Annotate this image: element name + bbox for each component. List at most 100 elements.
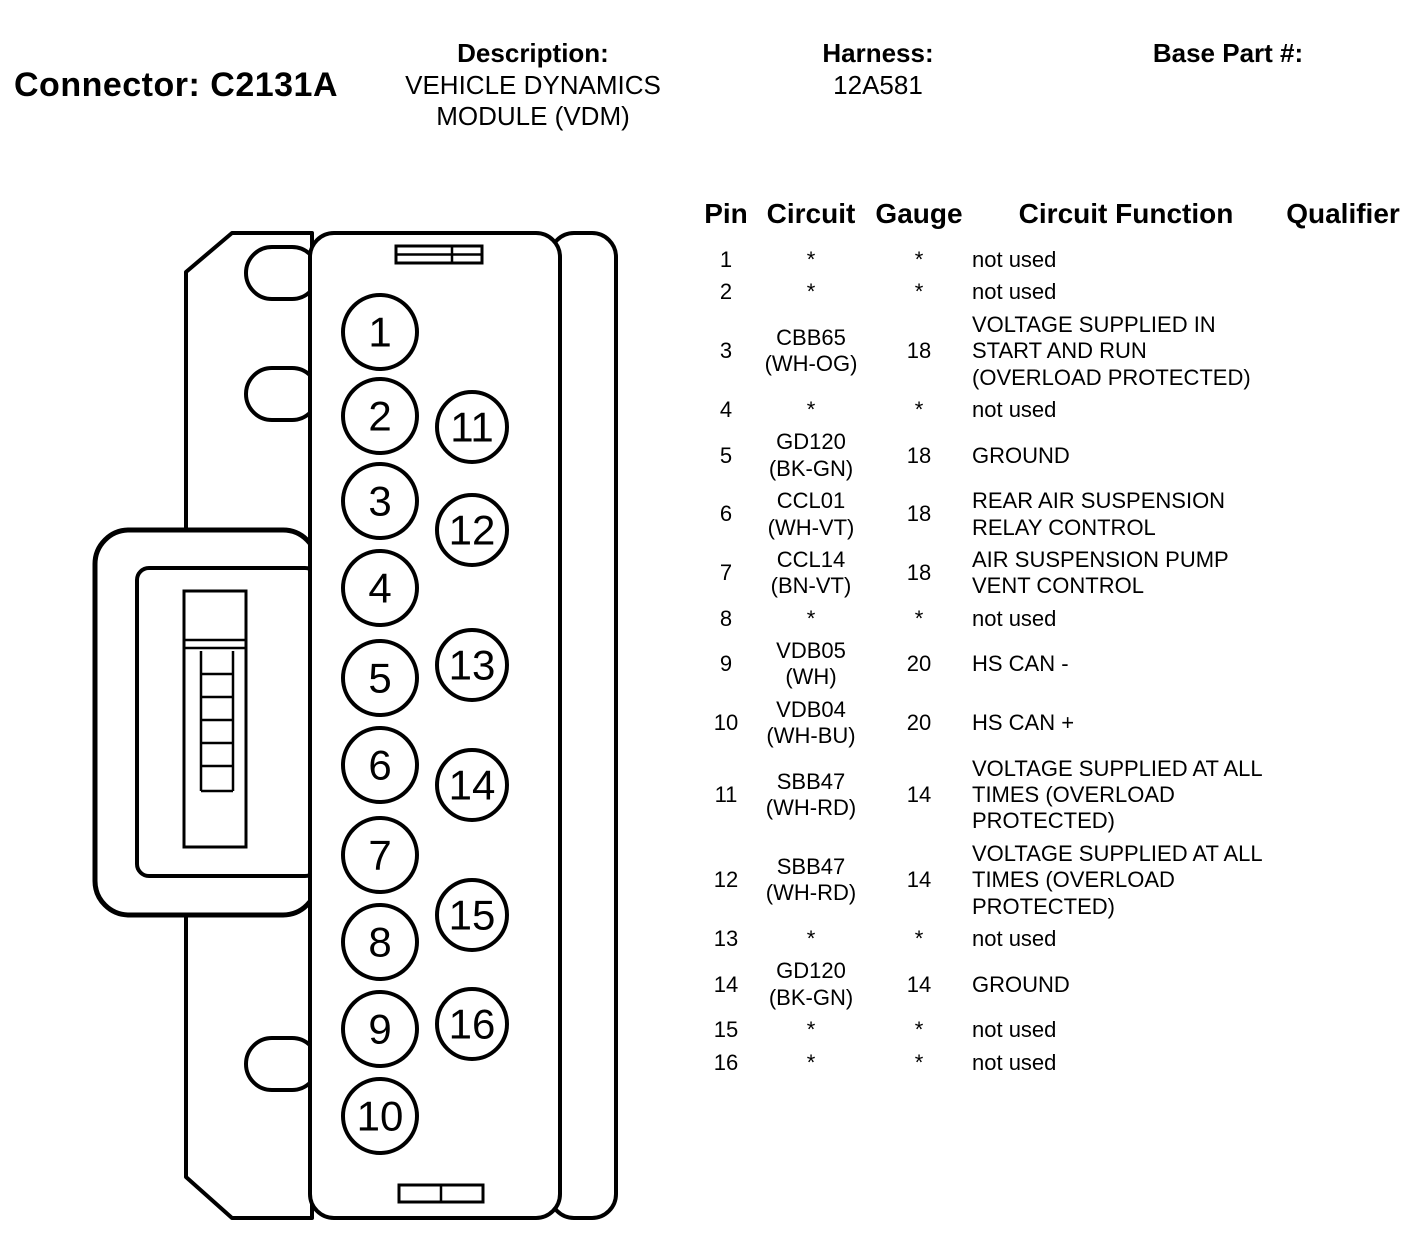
table-row: 13 * * not used: [700, 923, 1406, 955]
gauge-cell: *: [914, 605, 924, 631]
function-cell: AIR SUSPENSION PUMP VENT CONTROL: [972, 546, 1229, 599]
pin-12: 12: [435, 493, 509, 567]
table-row: 10 VDB04 (WH-BU) 20 HS CAN +: [700, 694, 1406, 753]
pin-cell: 9: [719, 651, 733, 677]
table-row: 5 GD120 (BK-GN) 18 GROUND: [700, 426, 1406, 485]
function-cell: GROUND: [972, 442, 1070, 468]
circuit-code: GD120: [776, 958, 846, 984]
pin-8: 8: [341, 903, 419, 981]
circuit-color: (BK-GN): [768, 984, 854, 1010]
circuit-color: (BN-VT): [770, 573, 852, 599]
pin-11: 11: [435, 390, 509, 464]
index-slot-bottom: [397, 1183, 485, 1204]
pin-cell: 4: [719, 396, 733, 422]
pin-2: 2: [341, 377, 419, 455]
harness-label: Harness:: [822, 38, 934, 68]
connector-title: Connector: C2131A: [14, 66, 339, 104]
pin-9: 9: [341, 990, 419, 1068]
description-value: VEHICLE DYNAMICS MODULE (VDM): [405, 69, 661, 132]
pin-cell: 7: [719, 560, 733, 586]
circuit-cell: *: [752, 397, 870, 423]
base-part-label: Base Part #:: [1152, 38, 1304, 68]
pin-cell: 13: [713, 925, 739, 951]
table-row: 12 SBB47 (WH-RD) 14 VOLTAGE SUPPLIED AT …: [700, 838, 1406, 923]
table-row: 9 VDB05 (WH) 20 HS CAN -: [700, 635, 1406, 694]
pinout-table-header: Pin Circuit Gauge Circuit Function Quali…: [700, 198, 1406, 230]
circuit-code: VDB05: [776, 638, 846, 664]
table-row: 3 CBB65 (WH-OG) 18 VOLTAGE SUPPLIED IN S…: [700, 309, 1406, 394]
circuit-cell: SBB47 (WH-RD): [752, 769, 870, 822]
gauge-cell: *: [914, 396, 924, 422]
column-header-qualifier: Qualifier: [1286, 198, 1400, 229]
circuit-cell: *: [752, 247, 870, 273]
pin-4: 4: [341, 549, 419, 627]
circuit-cell: *: [752, 926, 870, 952]
pin-cell: 12: [713, 867, 739, 893]
connector-latch: [92, 527, 320, 918]
table-row: 2 * * not used: [700, 276, 1406, 308]
svg-text:3: 3: [368, 478, 391, 525]
pin-15: 15: [435, 878, 509, 952]
pin-3: 3: [341, 462, 419, 540]
table-row: 8 * * not used: [700, 603, 1406, 635]
circuit-code: *: [806, 247, 816, 272]
connector-body: [308, 231, 562, 1220]
function-cell: not used: [972, 605, 1057, 631]
column-header-function: Circuit Function: [1018, 198, 1234, 229]
pin-16: 16: [435, 987, 509, 1061]
pin-cell: 2: [719, 279, 733, 305]
circuit-code: *: [806, 605, 816, 631]
circuit-color: (BK-GN): [768, 455, 854, 481]
svg-text:9: 9: [368, 1006, 391, 1053]
function-cell: HS CAN -: [972, 651, 1069, 677]
function-cell: VOLTAGE SUPPLIED IN START AND RUN (OVERL…: [972, 311, 1251, 390]
circuit-code: GD120: [776, 429, 846, 455]
gauge-cell: 14: [906, 971, 932, 997]
function-cell: not used: [972, 279, 1057, 305]
circuit-code: *: [806, 925, 816, 951]
circuit-code: SBB47: [776, 768, 846, 794]
svg-text:1: 1: [368, 309, 391, 356]
circuit-code: CCL14: [776, 546, 846, 572]
svg-text:16: 16: [449, 1001, 496, 1048]
connector-tabs: [244, 245, 320, 1092]
description-block: Description: VEHICLE DYNAMICS MODULE (VD…: [388, 38, 678, 133]
function-cell: HS CAN +: [972, 710, 1075, 736]
pin-10: 10: [341, 1077, 419, 1155]
function-cell: not used: [972, 925, 1057, 951]
svg-text:10: 10: [357, 1093, 404, 1140]
svg-text:6: 6: [368, 742, 391, 789]
circuit-cell: VDB04 (WH-BU): [752, 697, 870, 750]
circuit-color: (WH): [785, 664, 837, 690]
pin-cell: 15: [713, 1017, 739, 1043]
pin-13: 13: [435, 628, 509, 702]
table-row: 7 CCL14 (BN-VT) 18 AIR SUSPENSION PUMP V…: [700, 544, 1406, 603]
circuit-cell: VDB05 (WH): [752, 638, 870, 691]
function-cell: REAR AIR SUSPENSION RELAY CONTROL: [972, 488, 1226, 540]
circuit-cell: *: [752, 606, 870, 632]
column-header-pin: Pin: [704, 198, 748, 229]
svg-text:4: 4: [368, 565, 391, 612]
circuit-cell: GD120 (BK-GN): [752, 429, 870, 482]
svg-text:14: 14: [449, 762, 496, 809]
circuit-code: VDB04: [776, 696, 846, 722]
table-row: 16 * * not used: [700, 1047, 1406, 1079]
gauge-cell: 18: [906, 560, 932, 586]
svg-text:8: 8: [368, 919, 391, 966]
pin-cell: 8: [719, 605, 733, 631]
column-header-circuit: Circuit: [766, 198, 856, 229]
index-slot-top: [394, 244, 484, 265]
table-row: 14 GD120 (BK-GN) 14 GROUND: [700, 955, 1406, 1014]
gauge-cell: 14: [906, 782, 932, 808]
gauge-cell: 14: [906, 867, 932, 893]
pin-cell: 14: [713, 971, 739, 997]
table-row: 15 * * not used: [700, 1014, 1406, 1046]
circuit-color: (WH-RD): [765, 880, 857, 906]
function-cell: not used: [972, 247, 1057, 272]
pin-14: 14: [435, 748, 509, 822]
circuit-code: SBB47: [776, 854, 846, 879]
svg-text:7: 7: [368, 832, 391, 879]
description-label: Description:: [457, 38, 609, 68]
circuit-color: (WH-BU): [766, 723, 856, 749]
